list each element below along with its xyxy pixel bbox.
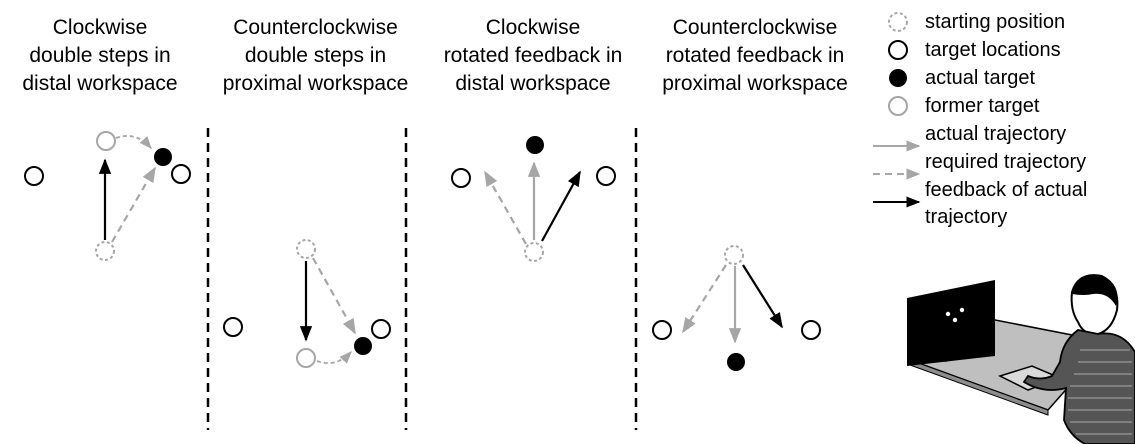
target-jump-arrow [316,351,352,364]
target-location-marker [801,320,821,340]
target-location-marker [371,319,391,339]
former-target-marker [296,348,316,368]
former-target-marker [96,131,116,151]
person-shirt-pattern [1068,349,1132,435]
starting-position-marker [296,239,316,259]
panel-4-title-line-3: proximal workspace [662,72,848,95]
panel-2-title-line-2: double steps in [244,44,387,67]
legend-symbols [873,12,921,208]
actual-target-marker [154,148,172,166]
required-trajectory-arrow [111,166,156,243]
panel-1-title-line-2: double steps in [29,44,171,67]
actual-target-marker [526,136,544,154]
panel-3-diagram [451,136,616,262]
panel-3-title-line-2: rotated feedback in [443,44,623,67]
person-hair [1072,274,1118,306]
starting-position-marker [95,241,115,261]
legend-actual-target-symbol [889,69,907,87]
panel-4-title: Counterclockwise rotated feedback in pro… [650,14,860,98]
panel-4-title-line-2: rotated feedback in [665,44,845,67]
legend-target-locations-symbol [888,40,908,60]
legend-former-target-label: former target [925,95,1040,117]
legend-actual-target-label: actual target [925,67,1036,89]
required-trajectory-arrow [484,170,527,245]
target-location-marker [223,317,243,337]
monitor-dot [945,311,951,317]
legend-required-trajectory-label: required trajectory [925,151,1087,173]
legend-feedback-label-continued: trajectory [925,206,1008,228]
required-trajectory-arrow [682,264,727,334]
target-jump-arrow [115,135,152,149]
required-trajectory-arrow [312,257,356,335]
panel-2-diagram [223,239,391,368]
legend-starting-position-label: starting position [925,11,1066,33]
starting-position-marker [524,242,544,262]
person-body [1022,329,1135,444]
monitor-dot [952,317,958,323]
legend-former-target-symbol [888,96,908,116]
target-location-marker [171,164,191,184]
panel-1-title-line-1: Clockwise [52,16,148,39]
feedback-arrow [742,264,783,329]
panel-1-title-line-3: distal workspace [22,72,178,95]
panel-3-title-line-3: distal workspace [455,72,611,95]
panel-2-title-line-1: Counterclockwise [233,16,398,39]
monitor-screen [907,280,995,366]
panel-4-diagram [652,245,821,371]
actual-target-marker [727,353,745,371]
legend-target-locations-label: target locations [925,39,1061,61]
panel-1-diagram [24,131,191,261]
panel-4-title-line-1: Counterclockwise [672,16,838,39]
monitor-dot [959,307,965,313]
target-location-marker [652,320,672,340]
actual-target-marker [354,337,372,355]
panel-3-title: Clockwise rotated feedback in distal wor… [428,14,638,98]
target-location-marker [24,166,44,186]
panel-2-title: Counterclockwise double steps in proxima… [208,14,423,98]
target-location-marker [451,168,471,188]
panel-3-title-line-1: Clockwise [485,16,581,39]
setup-illustration [907,274,1135,444]
target-location-marker [596,166,616,186]
panel-2-title-line-3: proximal workspace [222,72,409,95]
panel-1-title: Clockwise double steps in distal workspa… [5,14,195,98]
legend-actual-trajectory-label: actual trajectory [925,123,1067,145]
starting-position-marker [724,245,744,265]
legend-starting-position-symbol [888,12,908,32]
legend-feedback-label: feedback of actual [925,179,1088,201]
feedback-arrow [541,170,581,242]
